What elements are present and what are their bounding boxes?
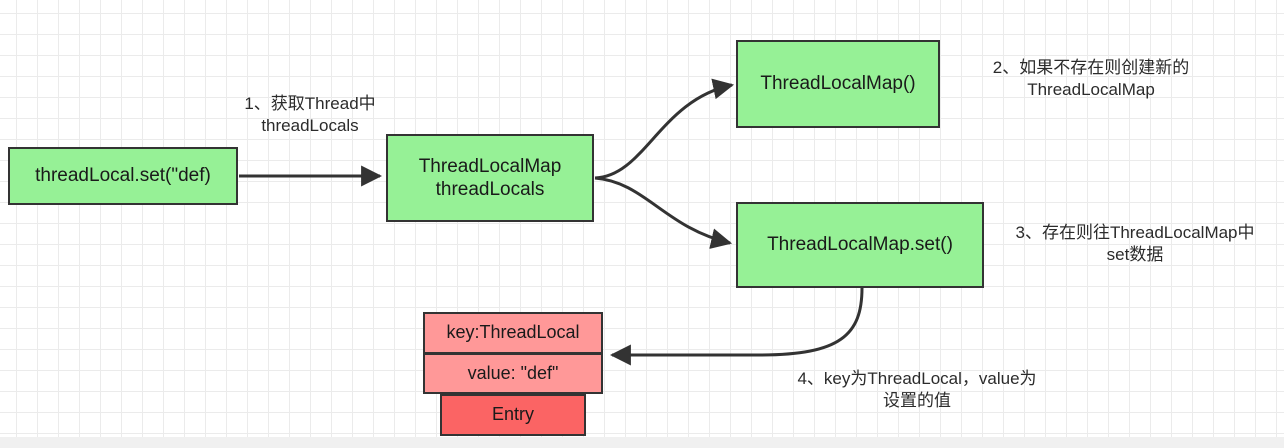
bottom-scroll-strip[interactable]: [0, 437, 1284, 448]
node-thread-local-set[interactable]: threadLocal.set("def): [8, 147, 238, 205]
edge-map-to-ctor: [594, 78, 735, 180]
entry-row-name[interactable]: Entry: [440, 394, 586, 436]
annotation-step-4: 4、key为ThreadLocal，value为 设置的值: [797, 369, 1037, 411]
node-thread-local-map-constructor[interactable]: ThreadLocalMap(): [736, 40, 940, 128]
edge-map-to-set: [594, 176, 733, 249]
entry-row-key[interactable]: key:ThreadLocal: [423, 312, 603, 354]
node-thread-local-map-field[interactable]: ThreadLocalMap threadLocals: [386, 134, 594, 222]
node-thread-local-map-set[interactable]: ThreadLocalMap.set(): [736, 202, 984, 288]
edge-set-to-entry: [609, 287, 864, 366]
annotation-step-3: 3、存在则往ThreadLocalMap中 set数据: [1015, 223, 1255, 265]
annotation-step-2: 2、如果不存在则创建新的 ThreadLocalMap: [992, 58, 1190, 100]
entry-row-value[interactable]: value: "def": [423, 353, 603, 394]
annotation-step-1: 1、获取Thread中 threadLocals: [244, 94, 376, 136]
